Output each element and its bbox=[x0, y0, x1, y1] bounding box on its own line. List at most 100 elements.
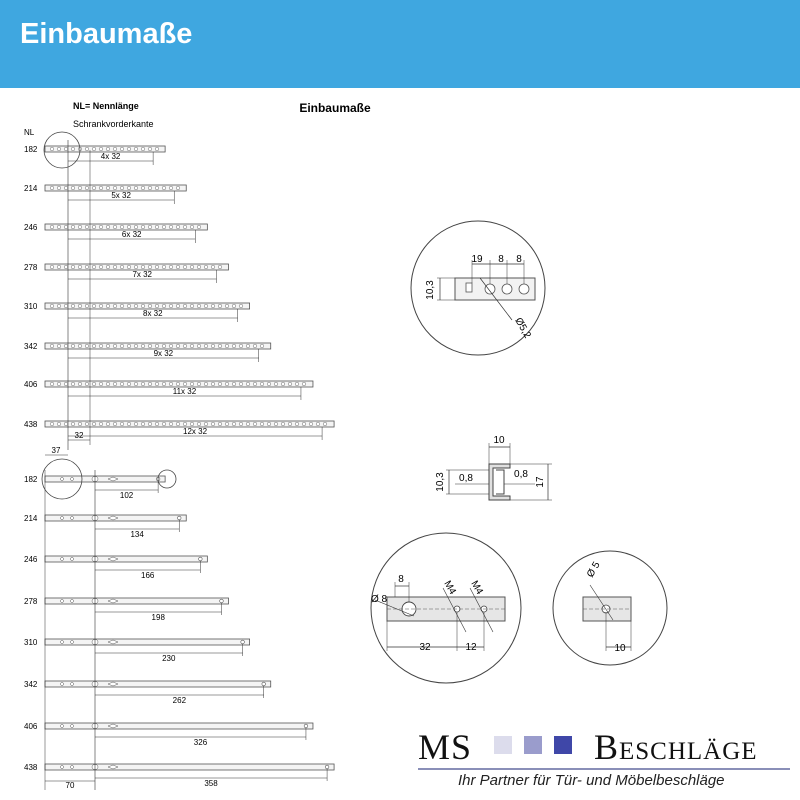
upper-row-nl-label: 278 bbox=[24, 263, 38, 272]
lower-row-dim-label: 134 bbox=[130, 530, 144, 539]
upper-rail-hole bbox=[147, 343, 153, 349]
upper-rail-hole bbox=[119, 185, 125, 191]
lower-row-nl-label: 438 bbox=[24, 763, 38, 772]
lower-rail-hole bbox=[60, 765, 64, 769]
upper-rail-hole bbox=[84, 264, 90, 270]
upper-rail-hole bbox=[119, 381, 125, 387]
upper-rail-hole bbox=[133, 185, 139, 191]
detail2-dim-h1: 10,3 bbox=[435, 472, 446, 492]
upper-rail-hole bbox=[259, 343, 265, 349]
upper-rail-bar bbox=[44, 145, 166, 153]
detail-end-hole: Ø 5 10 bbox=[552, 550, 668, 666]
upper-rail-hole bbox=[224, 303, 230, 309]
upper-rail-hole bbox=[70, 224, 76, 230]
upper-rail-hole bbox=[84, 343, 90, 349]
upper-rail-hole bbox=[189, 381, 195, 387]
detail1-dim-diameter: Ø5,2 bbox=[512, 316, 533, 341]
lower-front-circle bbox=[41, 458, 83, 500]
upper-row-nl-label: 310 bbox=[24, 302, 38, 311]
upper-rail-hole bbox=[56, 185, 62, 191]
upper-rail-hole bbox=[175, 303, 181, 309]
upper-rail-hole bbox=[56, 224, 62, 230]
upper-rail-hole bbox=[147, 264, 153, 270]
lower-rail-bar bbox=[44, 555, 208, 563]
upper-rail-hole bbox=[196, 264, 202, 270]
lower-rail-hole bbox=[60, 557, 64, 561]
lower-row-nl-label: 214 bbox=[24, 514, 38, 523]
lower-rail-end-hole bbox=[177, 515, 182, 521]
detail-rail-profile: 10 0,8 0,8 10,3 17 bbox=[435, 435, 552, 501]
upper-rail-hole bbox=[91, 381, 97, 387]
upper-rail-hole bbox=[77, 224, 83, 230]
upper-rail-hole bbox=[182, 264, 188, 270]
lower-rail-hole bbox=[70, 557, 74, 561]
upper-rail-hole bbox=[105, 381, 111, 387]
upper-rail-hole bbox=[182, 224, 188, 230]
upper-rail-hole bbox=[154, 185, 160, 191]
lower-dim-70: 70 bbox=[66, 781, 75, 790]
lower-rail-bar bbox=[44, 722, 314, 730]
upper-rail-hole bbox=[231, 303, 237, 309]
upper-rail-hole bbox=[294, 381, 300, 387]
lower-rail-hole bbox=[70, 765, 74, 769]
upper-rail-hole bbox=[147, 421, 153, 427]
upper-rail-hole bbox=[140, 303, 146, 309]
lower-rail-hole bbox=[60, 640, 64, 644]
upper-rail-hole bbox=[140, 264, 146, 270]
drawing-title: Einbaumaße bbox=[299, 101, 371, 115]
lower-row-dim-label: 102 bbox=[120, 491, 134, 500]
upper-rail-hole bbox=[98, 146, 104, 152]
lower-row-nl-label: 310 bbox=[24, 638, 38, 647]
logo-square-mid bbox=[524, 736, 542, 754]
upper-rail-hole bbox=[196, 421, 202, 427]
lower-rail-hole bbox=[60, 682, 64, 686]
upper-rail-hole bbox=[168, 264, 174, 270]
lower-rail-notch bbox=[107, 476, 119, 482]
detail1-dim-8b: 8 bbox=[516, 254, 522, 265]
upper-rail-hole bbox=[119, 264, 125, 270]
upper-rail-hole bbox=[133, 303, 139, 309]
upper-rail-bar bbox=[44, 420, 335, 428]
lower-row-dim-label: 230 bbox=[162, 654, 176, 663]
upper-rail-hole bbox=[210, 303, 216, 309]
upper-rail-hole bbox=[196, 303, 202, 309]
lower-rail-hole bbox=[70, 682, 74, 686]
upper-rail-hole bbox=[147, 146, 153, 152]
upper-rail-hole bbox=[91, 343, 97, 349]
upper-rail-hole bbox=[154, 146, 160, 152]
upper-rail-hole bbox=[161, 264, 167, 270]
detail1-dim-19: 19 bbox=[471, 254, 483, 265]
upper-rail-hole bbox=[210, 421, 216, 427]
lower-rail-hole bbox=[70, 477, 74, 481]
upper-rail-hole bbox=[252, 421, 258, 427]
upper-rail-hole bbox=[98, 303, 104, 309]
upper-rail-hole bbox=[154, 264, 160, 270]
upper-rail-hole bbox=[91, 303, 97, 309]
upper-rail-hole bbox=[294, 421, 300, 427]
upper-rail-hole bbox=[217, 381, 223, 387]
lower-rail-notch bbox=[107, 598, 119, 604]
upper-rail-hole bbox=[112, 343, 118, 349]
upper-rail-hole bbox=[98, 421, 104, 427]
lower-rail-series: 1821022141342461662781983102303422624063… bbox=[24, 458, 335, 790]
upper-rail-hole bbox=[147, 185, 153, 191]
detail2-dim-t2: 0,8 bbox=[514, 469, 528, 480]
page-title: Einbaumaße bbox=[20, 18, 193, 50]
upper-row-dim-label: 6x 32 bbox=[122, 230, 142, 239]
detail1-dim-8a: 8 bbox=[498, 254, 504, 265]
nl-column-label: NL bbox=[24, 128, 35, 137]
upper-rail-hole bbox=[238, 343, 244, 349]
upper-rail-bar bbox=[44, 302, 251, 310]
upper-rail-hole bbox=[133, 381, 139, 387]
lower-rail-hole bbox=[70, 516, 74, 520]
upper-rail-hole bbox=[56, 146, 62, 152]
upper-rail-hole bbox=[63, 264, 69, 270]
upper-row-dim-label: 5x 32 bbox=[111, 191, 131, 200]
upper-rail-hole bbox=[84, 381, 90, 387]
upper-rail-hole bbox=[273, 381, 279, 387]
upper-rail-hole bbox=[154, 224, 160, 230]
upper-rail-hole bbox=[203, 343, 209, 349]
upper-rail-hole bbox=[49, 381, 55, 387]
logo-ms: MS bbox=[418, 727, 473, 767]
